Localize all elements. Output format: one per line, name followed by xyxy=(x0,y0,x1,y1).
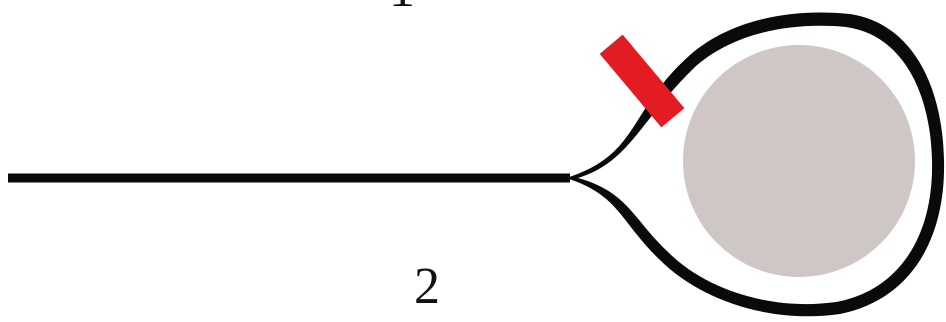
label-bottom: 2 xyxy=(414,258,440,315)
inner-disc xyxy=(683,45,915,277)
red-marker xyxy=(599,34,685,128)
label-top: 1 xyxy=(389,0,415,18)
